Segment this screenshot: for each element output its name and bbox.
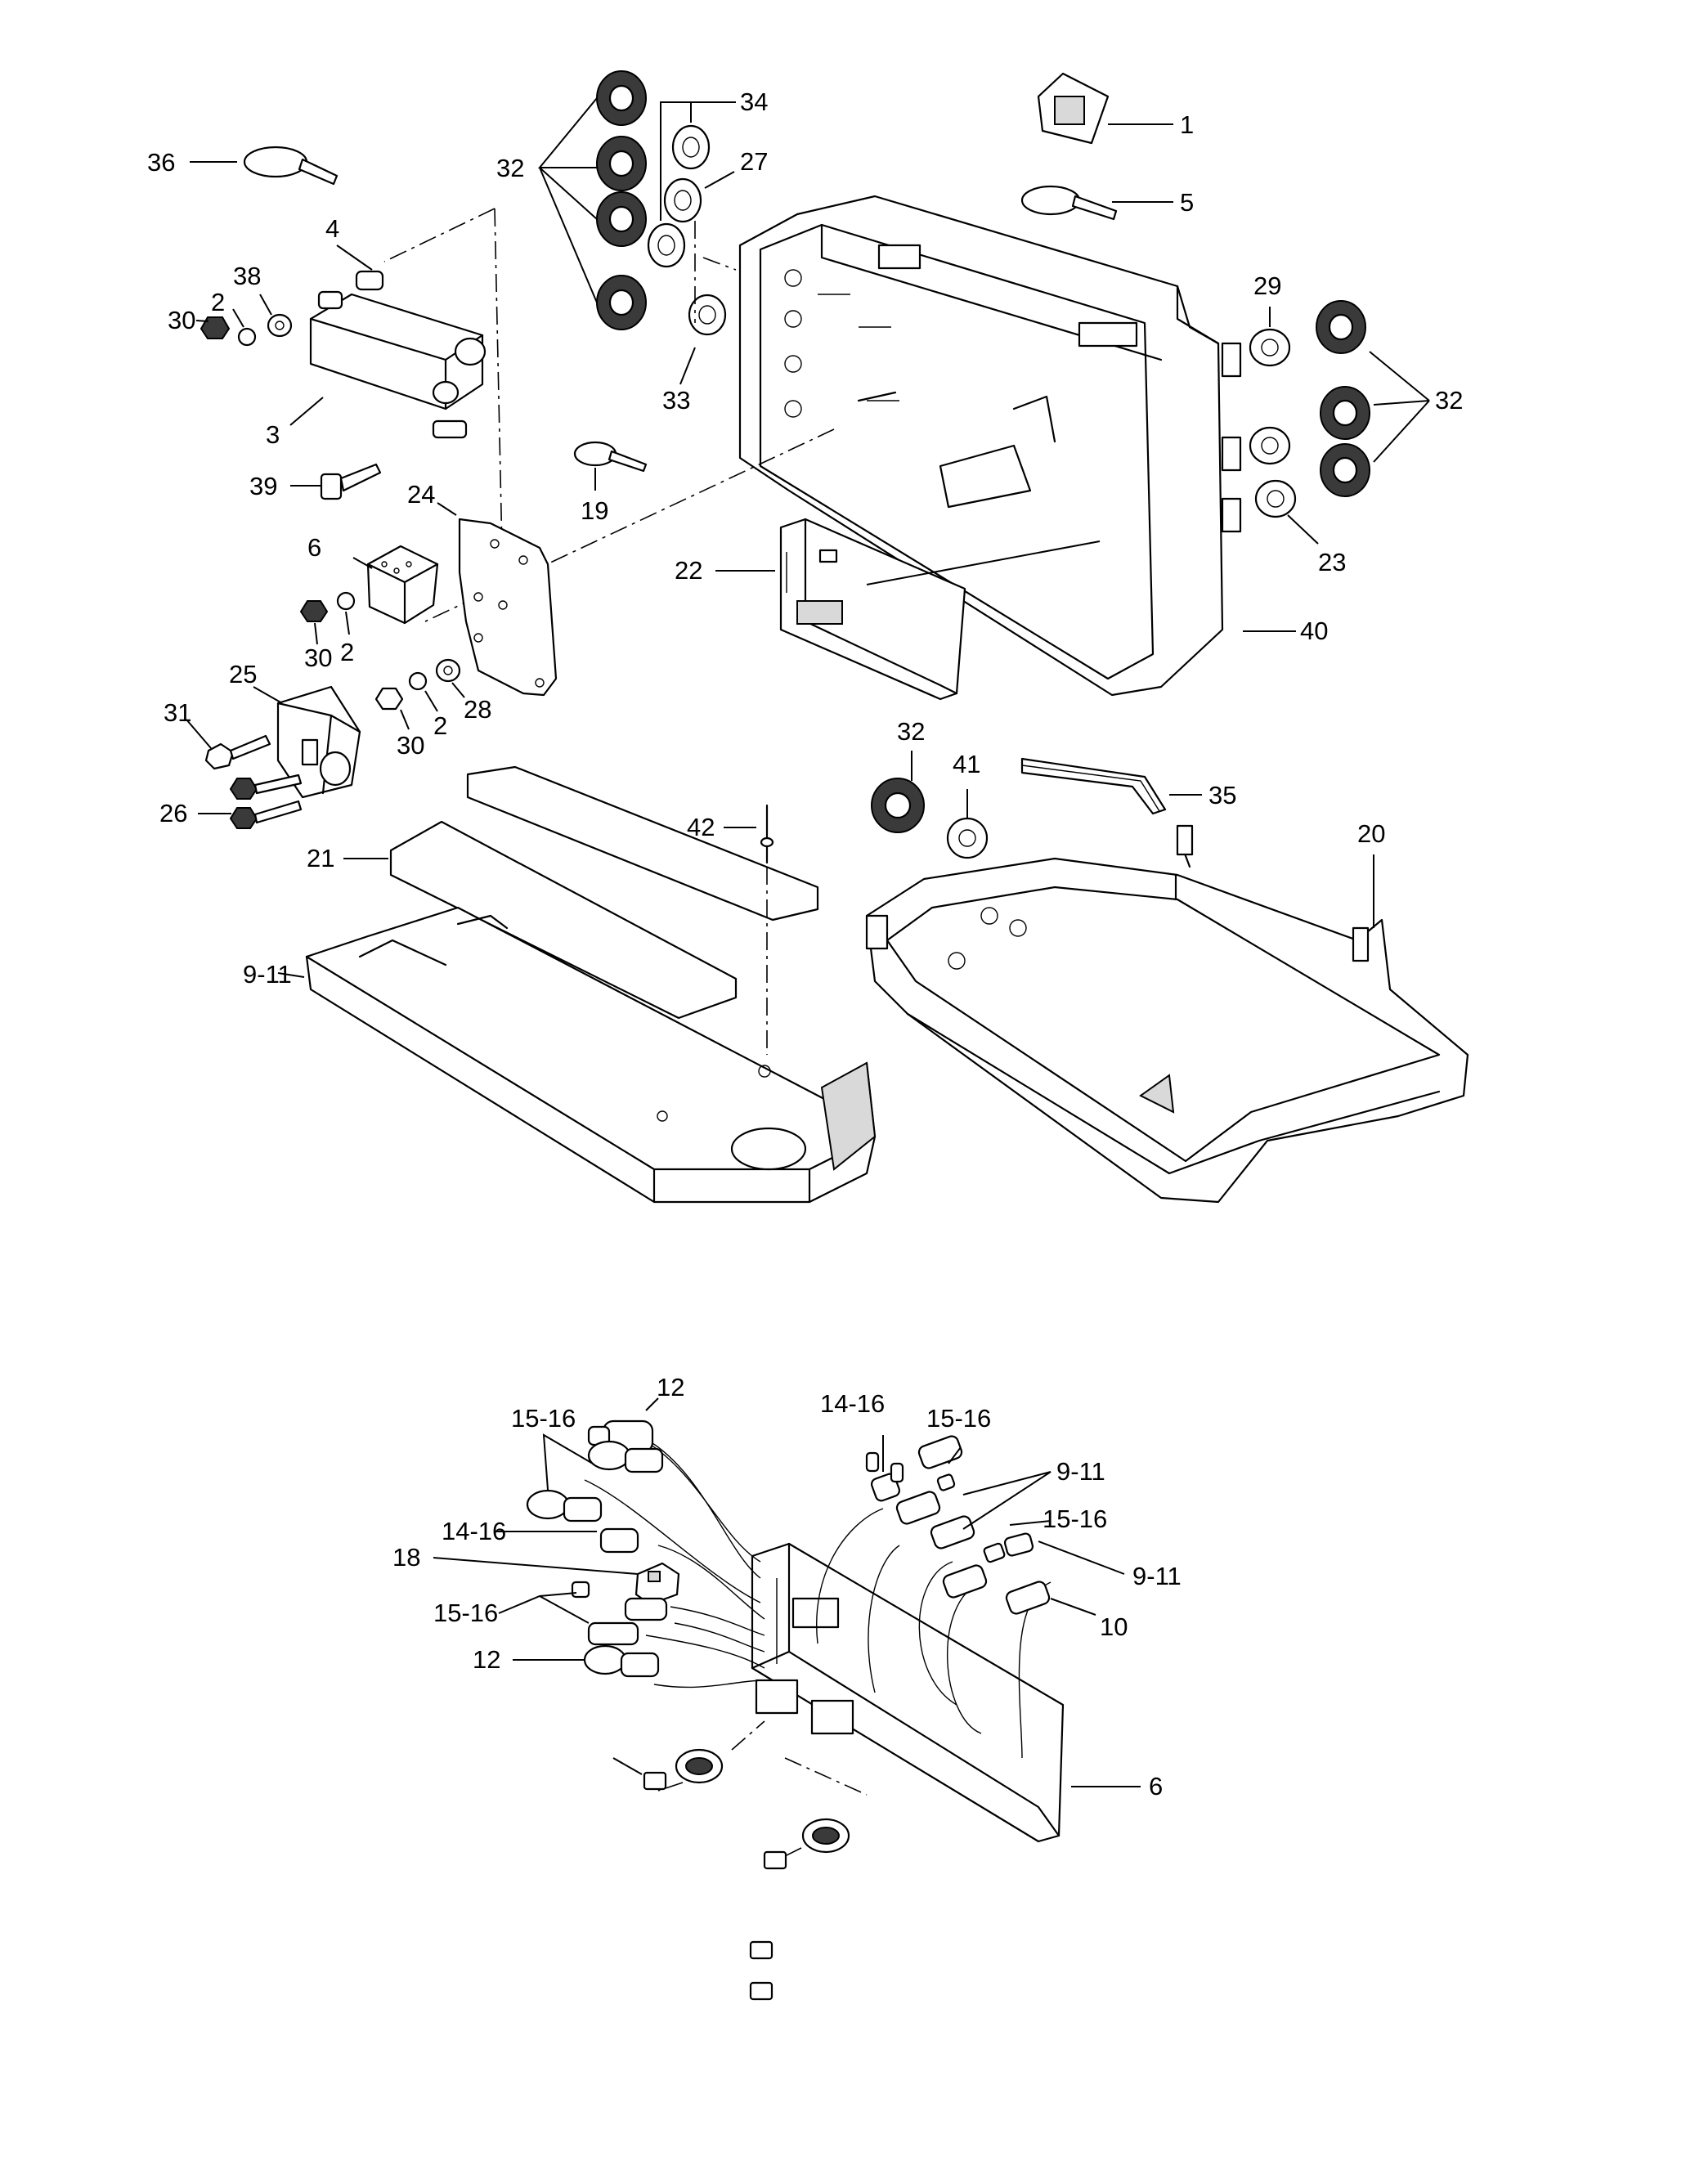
fuse-part — [643, 1771, 787, 2001]
callout-2: 2 — [211, 288, 225, 316]
mounting-plate-part — [458, 518, 558, 697]
callout-32: 32 — [1435, 386, 1463, 415]
callout-29: 29 — [1253, 271, 1281, 300]
callout-38: 38 — [233, 262, 261, 290]
callout-4: 4 — [325, 214, 339, 243]
cable-tie-part — [243, 146, 339, 186]
callout-26: 26 — [159, 799, 187, 827]
callout-6: 22 — [675, 556, 702, 585]
grommet-nut-part — [596, 70, 647, 330]
callout-5: 5 — [1180, 188, 1194, 217]
sleeve-pin-part — [571, 1435, 1051, 1646]
pin-part — [760, 804, 774, 864]
washer-nut-stack-part — [374, 658, 461, 711]
callout-12: 15-16 — [511, 1404, 576, 1433]
callout-6: 6 — [1149, 1772, 1163, 1801]
callout-18: 18 — [392, 1543, 420, 1572]
callout-15-16: 14-16 — [820, 1389, 885, 1418]
callout-34: 34 — [740, 87, 768, 116]
callout-22: 40 — [1300, 617, 1328, 645]
relay-part — [366, 545, 439, 625]
callout-15-16: 10 — [1100, 1612, 1128, 1641]
callout-27: 27 — [740, 147, 768, 176]
callout-39: 39 — [249, 472, 277, 500]
callout-14-16: 15-16 — [926, 1404, 991, 1433]
cable-tie-part — [573, 441, 648, 473]
base-tray-part — [305, 906, 877, 1204]
callout-9-11: 9-11 — [1132, 1562, 1182, 1590]
callout-25: 25 — [229, 660, 257, 688]
ring-terminal-part — [526, 1440, 664, 1678]
callout-37: 42 — [687, 813, 715, 841]
breaker-switch-part — [276, 685, 361, 799]
lower-housing-part — [865, 824, 1469, 1204]
callout-2: 2 — [433, 711, 447, 740]
callout-31: 31 — [164, 698, 191, 727]
callout-23: 23 — [1318, 548, 1346, 576]
callout-9-11: 14-16 — [442, 1517, 506, 1545]
callout-12: 12 — [473, 1645, 500, 1674]
callout-41: 41 — [953, 750, 980, 778]
callout-3: 3 — [266, 420, 280, 449]
fuse-holder-part — [675, 1748, 850, 1854]
cable-tie-part — [1020, 185, 1118, 221]
circuit-board-part — [751, 1542, 1065, 1843]
callout-24: 6 — [307, 533, 321, 562]
callout-32: 32 — [496, 154, 524, 182]
callout-1: 1 — [1180, 110, 1194, 139]
grommet-nut-part — [1316, 300, 1370, 497]
gasket-pad-part — [389, 765, 819, 1020]
spacer-part — [355, 270, 384, 291]
plug-grommet-part — [1249, 328, 1297, 518]
callout-15-16: 9-11 — [1056, 1457, 1105, 1486]
callout-33: 33 — [662, 386, 690, 415]
solenoid-part — [309, 290, 487, 439]
callout-20: 20 — [1357, 819, 1385, 848]
grommet-nut-part — [871, 778, 925, 833]
plug-grommet-part — [946, 817, 989, 859]
callout-2: 2 — [340, 638, 354, 666]
connector-block-part — [634, 1562, 680, 1606]
control-box-housing-part — [738, 195, 1242, 697]
callout-40: 19 — [581, 496, 608, 525]
screw-part — [204, 734, 271, 770]
circuit-board-part — [779, 518, 966, 701]
callout-36: 36 — [147, 148, 175, 177]
callout-28: 28 — [464, 695, 491, 724]
callout-9-11: 12 — [657, 1373, 684, 1401]
callout-14-16: 15-16 — [1043, 1505, 1107, 1533]
callout-30: 30 — [397, 731, 424, 760]
callout-21: 9-11 — [243, 960, 292, 989]
callout-32: 32 — [897, 717, 925, 746]
callout-30: 30 — [168, 306, 195, 334]
callout-42: 21 — [307, 844, 334, 872]
nut-part — [229, 774, 303, 829]
washer-nut-stack-part — [200, 313, 293, 347]
callout-35: 35 — [1208, 781, 1236, 809]
cable-tie-mount-part — [1037, 72, 1110, 145]
callout-19: 24 — [407, 480, 435, 509]
washer-nut-stack-part — [299, 591, 356, 622]
callout-30: 30 — [304, 644, 332, 672]
callout-15-16: 15-16 — [433, 1599, 498, 1627]
plug-grommet-part — [647, 124, 727, 336]
seal-strip-part — [1020, 757, 1167, 815]
wire-harness — [584, 1434, 1052, 1759]
bolt-part — [320, 463, 382, 500]
